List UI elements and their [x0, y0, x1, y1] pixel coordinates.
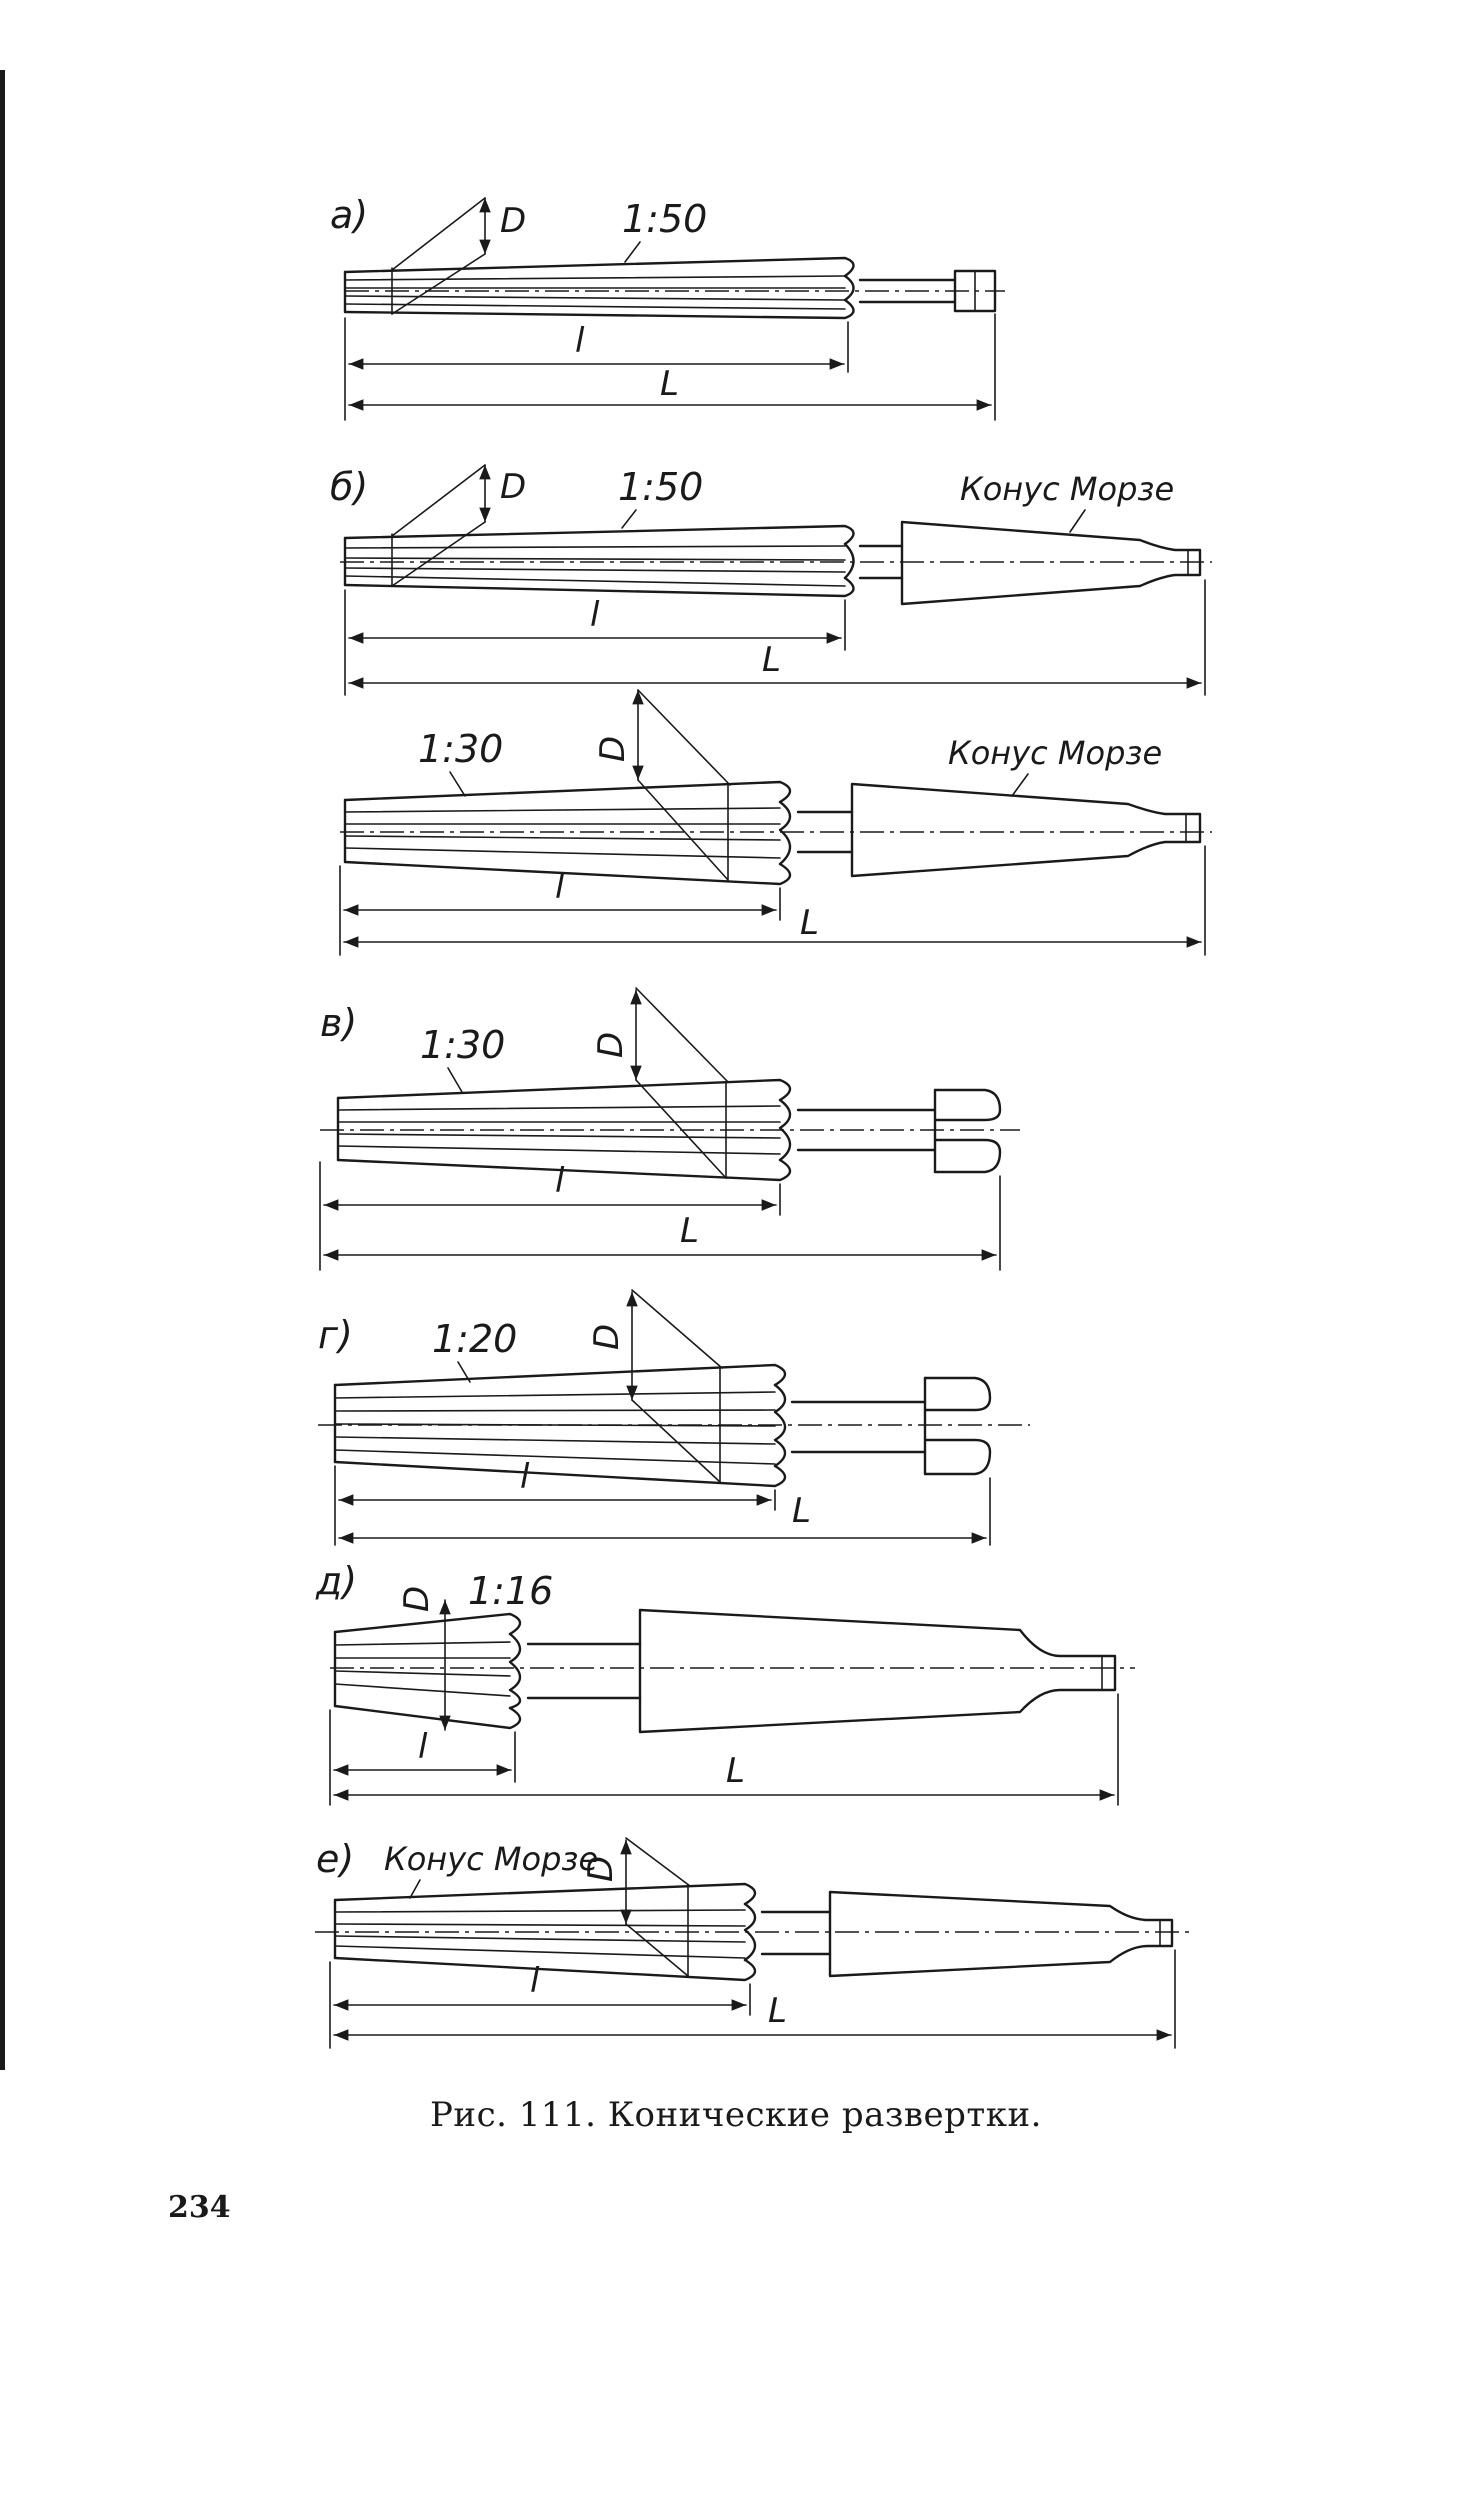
panel-g: г) D 1:20 l: [318, 1289, 1030, 1546]
length-L-label: L: [680, 1211, 699, 1251]
length-l-label: l: [520, 1457, 530, 1497]
length-l-label: l: [590, 595, 600, 635]
panel-letter: а): [330, 193, 368, 237]
length-l-label: l: [555, 1161, 565, 1201]
panel-v: в) D 1:30 l: [319, 987, 1020, 1271]
length-l-label: l: [555, 867, 565, 907]
panel-d: д) D 1:16 l L: [315, 1559, 1135, 1806]
length-l-label: l: [418, 1727, 428, 1767]
taper-label: 1:50: [622, 197, 707, 241]
length-L-label: L: [762, 640, 781, 680]
diameter-label: D: [397, 1586, 437, 1612]
taper-label: 1:30: [418, 727, 503, 771]
diameter-label: D: [581, 1856, 621, 1882]
panel-letter: в): [320, 1001, 357, 1045]
panel-letter: д): [315, 1559, 357, 1603]
diameter-label: D: [500, 201, 526, 241]
shank-label: Конус Морзе: [948, 734, 1162, 772]
reamer-drawings: а) D 1:50: [315, 193, 1212, 2049]
diameter-label: D: [500, 467, 526, 507]
length-L-label: L: [726, 1751, 745, 1791]
panel-letter: б): [330, 465, 368, 509]
diameter-label: D: [593, 736, 633, 762]
shank-label: Конус Морзе: [384, 1840, 598, 1878]
length-L-label: L: [768, 1991, 787, 2031]
diameter-label: D: [591, 1032, 631, 1058]
length-L-label: L: [792, 1491, 811, 1531]
shank-label: Конус Морзе: [960, 470, 1174, 508]
panel-b-variant: D 1:30 Конус Морзе l L: [339, 689, 1212, 956]
panel-letter: е): [316, 1837, 354, 1881]
taper-label: 1:50: [618, 465, 703, 509]
panel-e: е) D Конус Морзе l: [315, 1837, 1190, 2049]
panel-letter: г): [318, 1313, 353, 1357]
length-l-label: l: [575, 321, 585, 361]
panel-a: а) D 1:50: [330, 193, 1005, 421]
page-number: 234: [168, 2190, 231, 2225]
length-L-label: L: [660, 364, 679, 404]
taper-label: 1:16: [468, 1569, 553, 1613]
diameter-label: D: [587, 1324, 627, 1350]
taper-label: 1:30: [420, 1023, 505, 1067]
length-L-label: L: [800, 903, 819, 943]
length-l-label: l: [530, 1961, 540, 2001]
taper-label: 1:20: [432, 1317, 517, 1361]
panel-b: б) D 1:50 Конус Морзе: [330, 464, 1212, 696]
page-edge-shadow: [0, 70, 5, 2070]
figure-caption: Рис. 111. Конические развертки.: [430, 2095, 1042, 2135]
